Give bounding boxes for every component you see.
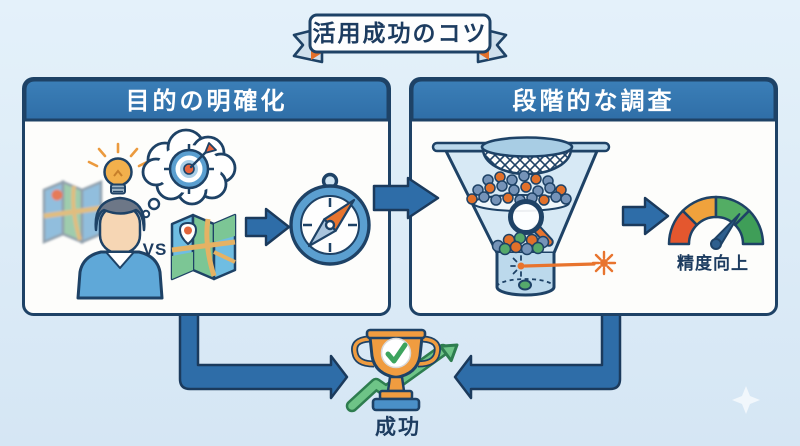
arrow-between-panels-icon xyxy=(372,176,440,220)
map-unclear-icon xyxy=(42,180,103,244)
map-clear-icon xyxy=(170,213,237,281)
arrow-to-compass-icon xyxy=(244,207,291,247)
gauge-icon xyxy=(667,195,765,250)
flow-connector-left xyxy=(178,306,349,400)
laser-pointer-icon xyxy=(510,250,617,291)
gauge-label: 精度向上 xyxy=(677,253,749,273)
sieve-icon xyxy=(480,136,574,176)
flow-connector-right xyxy=(453,306,622,400)
person-icon xyxy=(76,196,164,300)
success-label: 成功 xyxy=(375,415,421,439)
banner-title: 活用成功のコツ xyxy=(313,20,488,46)
panel-purpose-title: 目的の明確化 xyxy=(126,87,288,115)
arrow-to-gauge-icon xyxy=(621,196,670,236)
panel-purpose-header xyxy=(23,78,390,122)
compass-icon xyxy=(289,172,371,266)
trophy-icon xyxy=(351,328,441,412)
thought-bubble-target-icon xyxy=(141,128,237,219)
sparkle-icon xyxy=(732,386,760,414)
target-icon xyxy=(164,142,217,194)
data-dots-filtered xyxy=(491,231,550,256)
panel-research-header xyxy=(410,78,777,122)
vs-label: VS xyxy=(143,240,168,259)
idea-lightbulb-icon xyxy=(87,142,149,195)
panel-research-title: 段階的な調査 xyxy=(513,87,675,115)
checkmark-icon xyxy=(385,342,408,364)
magnifier-icon xyxy=(508,199,554,247)
title-ribbon-banner: 活用成功のコツ xyxy=(292,13,508,64)
